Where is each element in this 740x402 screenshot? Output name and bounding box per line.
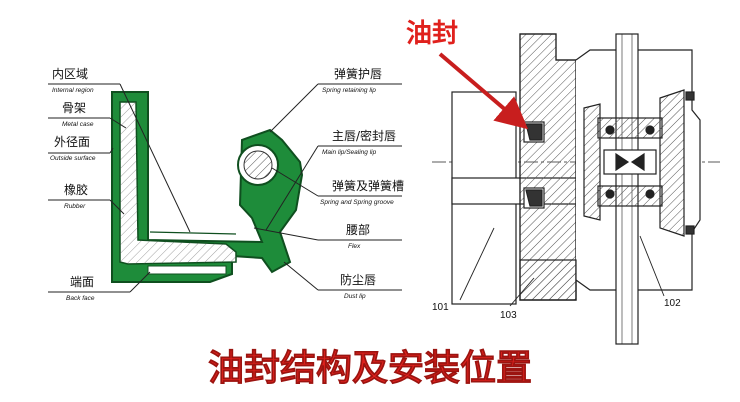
label-outside-surface-cn: 外径面 [54,135,90,149]
part-number-103: 103 [500,310,517,321]
callout-arrow [438,52,529,130]
label-outside-surface-en: Outside surface [50,155,96,162]
label-rubber-cn: 橡胶 [64,182,88,197]
label-spring-groove-en: Spring and Spring groove [320,199,394,206]
label-spring-retaining-lip-en: Spring retaining lip [322,87,376,94]
callout-label: 油封 [406,19,458,49]
right-labels: 弹簧护唇 Spring retaining lip 主唇/密封唇 Main li… [320,66,404,300]
left-labels: 内区域 Internal region 骨架 Metal case 外径面 Ou… [50,67,96,302]
label-back-face-en: Back face [66,295,95,302]
label-dust-lip-cn: 防尘唇 [340,272,376,287]
label-internal-region-en: Internal region [52,87,94,94]
label-spring-groove-cn: 弹簧及弹簧槽 [332,178,404,193]
label-internal-region-cn: 内区域 [52,67,88,81]
label-main-lip-en: Main lip/Sealing lip [322,149,377,156]
label-spring-retaining-lip-cn: 弹簧护唇 [334,66,382,81]
label-back-face-cn: 端面 [70,275,94,289]
installation-drawing [432,33,720,345]
back-face-strip [147,265,227,275]
label-flex-cn: 腰部 [346,222,370,237]
label-flex-en: Flex [348,243,361,250]
right-leaders [253,83,402,291]
label-metal-case-en: Metal case [62,121,94,128]
part-number-102: 102 [664,298,681,309]
callout: 油封 [406,19,529,130]
rubber-body [111,91,304,283]
label-main-lip-cn: 主唇/密封唇 [332,128,396,143]
left-leaders [48,83,191,293]
seal-cross-section [111,91,304,283]
diagram-title: 油封结构及安装位置 [208,348,532,389]
part-number-101: 101 [432,302,449,313]
label-rubber-en: Rubber [64,203,86,210]
part-numbers: 101 103 102 [432,298,681,321]
label-dust-lip-en: Dust lip [344,293,366,300]
label-metal-case-cn: 骨架 [62,101,86,115]
